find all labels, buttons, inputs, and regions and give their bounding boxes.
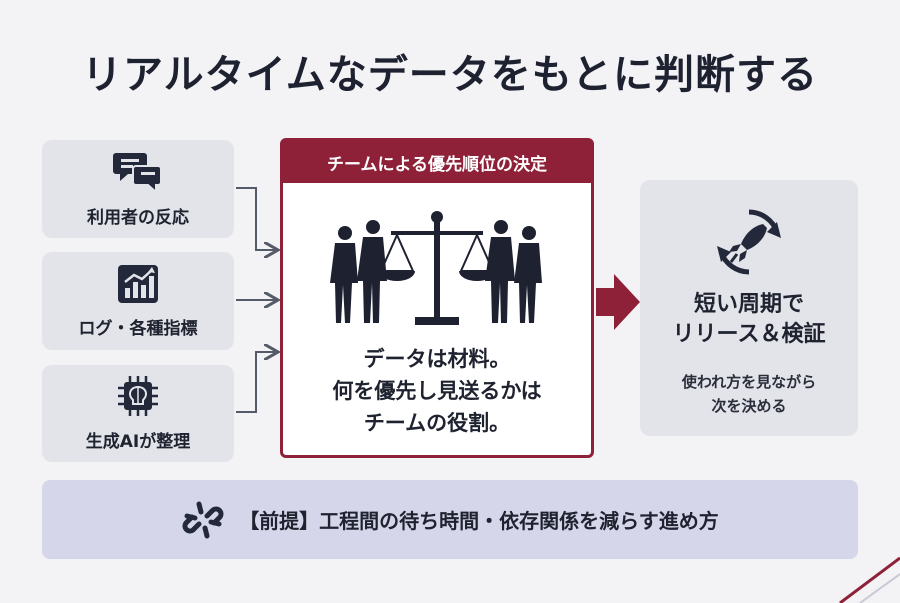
input-label-user-feedback: 利用者の反応 [87,207,189,228]
decision-line-2: 何を優先し見送るかは [332,379,542,403]
ai-chip-icon [118,376,158,416]
decision-box: チームによる優先順位の決定 データは材料。 何を優先し見送るかは チーム [280,138,594,458]
bar-chart-icon [118,264,158,303]
rocket-cycle-icon [717,209,781,275]
team-with-scales-icon [330,211,542,325]
output-box: 短い周期で リリース＆検証 使われ方を見ながら 次を決める [640,180,858,436]
input-box-user-feedback: 利用者の反応 [42,140,234,238]
page-title: リアルタイムなデータをもとに判断する [82,52,818,98]
decision-line-1: データは材料。 [363,347,511,371]
output-title-line-2: リリース＆検証 [672,322,826,347]
big-right-arrow [596,274,640,330]
output-subtitle: 使われ方を見ながら 次を決める [640,370,858,418]
decision-header: チームによる優先順位の決定 [283,141,591,183]
chat-bubbles-icon [113,152,162,193]
input-box-logs-metrics: ログ・各種指標 [42,252,234,350]
broken-link-icon [182,501,224,538]
output-sub-line-1: 使われ方を見ながら [681,373,817,391]
decision-line-3: チームの役割。 [363,411,511,435]
premise-bar: 【前提】工程間の待ち時間・依存関係を減らす進め方 [42,480,858,559]
output-title: 短い周期で リリース＆検証 [640,290,858,350]
input-box-genai: 生成AIが整理 [42,365,234,462]
decision-text: データは材料。 何を優先し見送るかは チームの役割。 [283,343,591,439]
connector-genai [236,352,276,413]
output-title-line-1: 短い周期で [693,292,804,317]
corner-decoration [839,556,900,603]
connector-feedback [236,187,276,250]
output-sub-line-2: 次を決める [711,397,787,415]
premise-text: 【前提】工程間の待ち時間・依存関係を減らす進め方 [239,509,719,533]
input-label-logs-metrics: ログ・各種指標 [78,318,198,339]
input-label-genai: 生成AIが整理 [85,432,191,452]
